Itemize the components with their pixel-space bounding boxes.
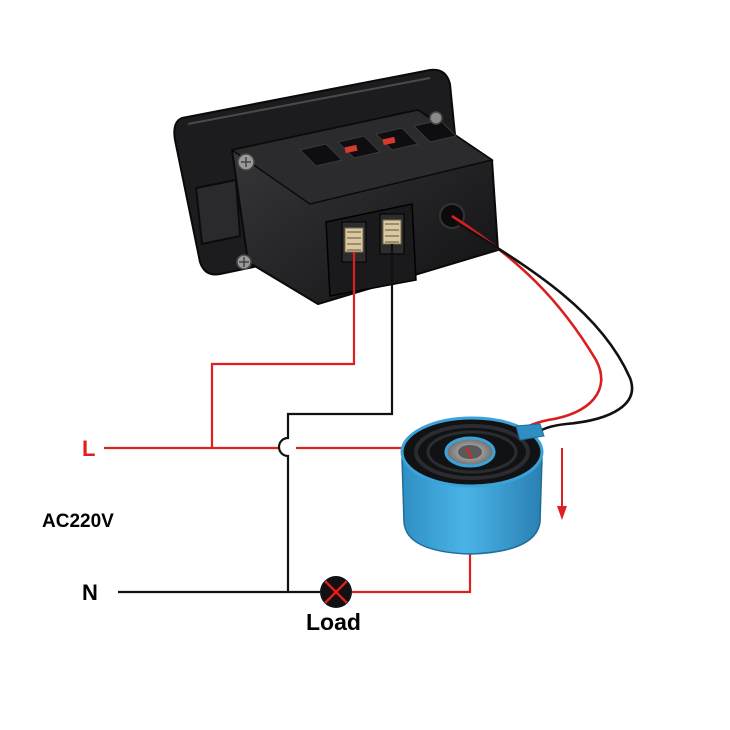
wiring <box>104 214 634 594</box>
screw-icon <box>237 153 255 171</box>
meter-red-glow <box>344 136 396 154</box>
line-label: L <box>82 436 95 461</box>
line-through-sensor <box>465 447 473 459</box>
lamp-load-icon <box>320 576 352 608</box>
meter-bezel-highlight <box>187 77 431 125</box>
screw-icon <box>429 111 443 125</box>
panel-meter <box>173 68 500 306</box>
supply-voltage-label: AC220V <box>42 511 114 532</box>
load-return-wire <box>352 548 472 594</box>
sensor-lead-clip <box>515 423 545 441</box>
line-wire <box>210 252 356 448</box>
meter-side-clip <box>194 178 242 246</box>
current-transformer-icon <box>400 416 545 555</box>
neutral-meter-wire <box>277 244 394 592</box>
screw-icon <box>236 254 252 270</box>
sensor-lead-black <box>455 220 634 435</box>
neutral-label: N <box>82 580 98 605</box>
current-direction-arrow-icon <box>557 448 567 520</box>
sensor-lead-red <box>451 214 603 433</box>
meter-terminal-block <box>325 203 417 297</box>
load-label: Load <box>306 609 361 635</box>
